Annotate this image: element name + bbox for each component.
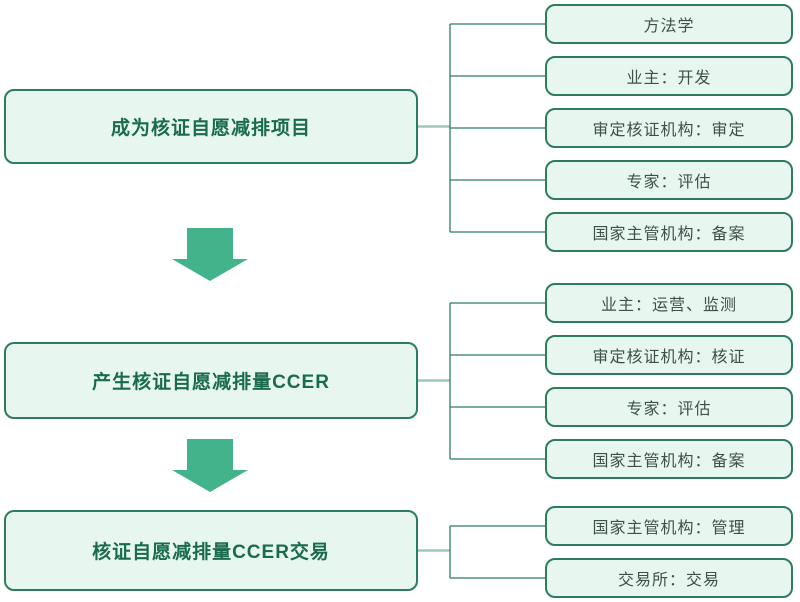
stage3-item-box-1: 国家主管机构：管理 xyxy=(545,506,793,546)
stage-box-3: 核证自愿减排量CCER交易 xyxy=(4,510,418,591)
down-arrow-1 xyxy=(172,228,248,281)
stage-2-label: 产生核证自愿减排量CCER xyxy=(92,372,330,393)
stage2-item-box-1: 业主：运营、监测 xyxy=(545,283,793,323)
stage-1-label: 成为核证自愿减排项目 xyxy=(110,118,311,139)
stage2-item-box-4: 国家主管机构：备案 xyxy=(545,439,793,479)
stage1-item-box-4: 专家：评估 xyxy=(545,160,793,200)
stage-3-label: 核证自愿减排量CCER交易 xyxy=(92,542,330,563)
item-label: 审定核证机构：审定 xyxy=(592,122,746,139)
arrow-stem xyxy=(187,439,233,470)
item-label: 方法学 xyxy=(643,18,695,35)
item-label: 审定核证机构：核证 xyxy=(592,349,746,366)
stage3-item-box-2: 交易所：交易 xyxy=(545,558,793,598)
stage2-item-box-2: 审定核证机构：核证 xyxy=(545,335,793,375)
item-label: 国家主管机构：备案 xyxy=(592,226,746,243)
item-label: 业主：开发 xyxy=(626,70,712,87)
stage-box-2: 产生核证自愿减排量CCER xyxy=(4,342,418,419)
stage-box-1: 成为核证自愿减排项目 xyxy=(4,89,418,164)
stage1-item-box-1: 方法学 xyxy=(545,4,793,44)
item-label: 国家主管机构：管理 xyxy=(592,520,746,537)
arrow-head xyxy=(172,259,248,281)
item-label: 国家主管机构：备案 xyxy=(592,453,746,470)
item-label: 专家：评估 xyxy=(626,174,712,191)
down-arrow-2 xyxy=(172,439,248,492)
stage1-item-box-3: 审定核证机构：审定 xyxy=(545,108,793,148)
item-label: 交易所：交易 xyxy=(617,572,720,589)
stage1-item-box-2: 业主：开发 xyxy=(545,56,793,96)
arrow-head xyxy=(172,470,248,492)
item-label: 业主：运营、监测 xyxy=(600,297,737,314)
stage1-item-box-5: 国家主管机构：备案 xyxy=(545,212,793,252)
item-label: 专家：评估 xyxy=(626,401,712,418)
arrow-stem xyxy=(187,228,233,259)
stage2-item-box-3: 专家：评估 xyxy=(545,387,793,427)
